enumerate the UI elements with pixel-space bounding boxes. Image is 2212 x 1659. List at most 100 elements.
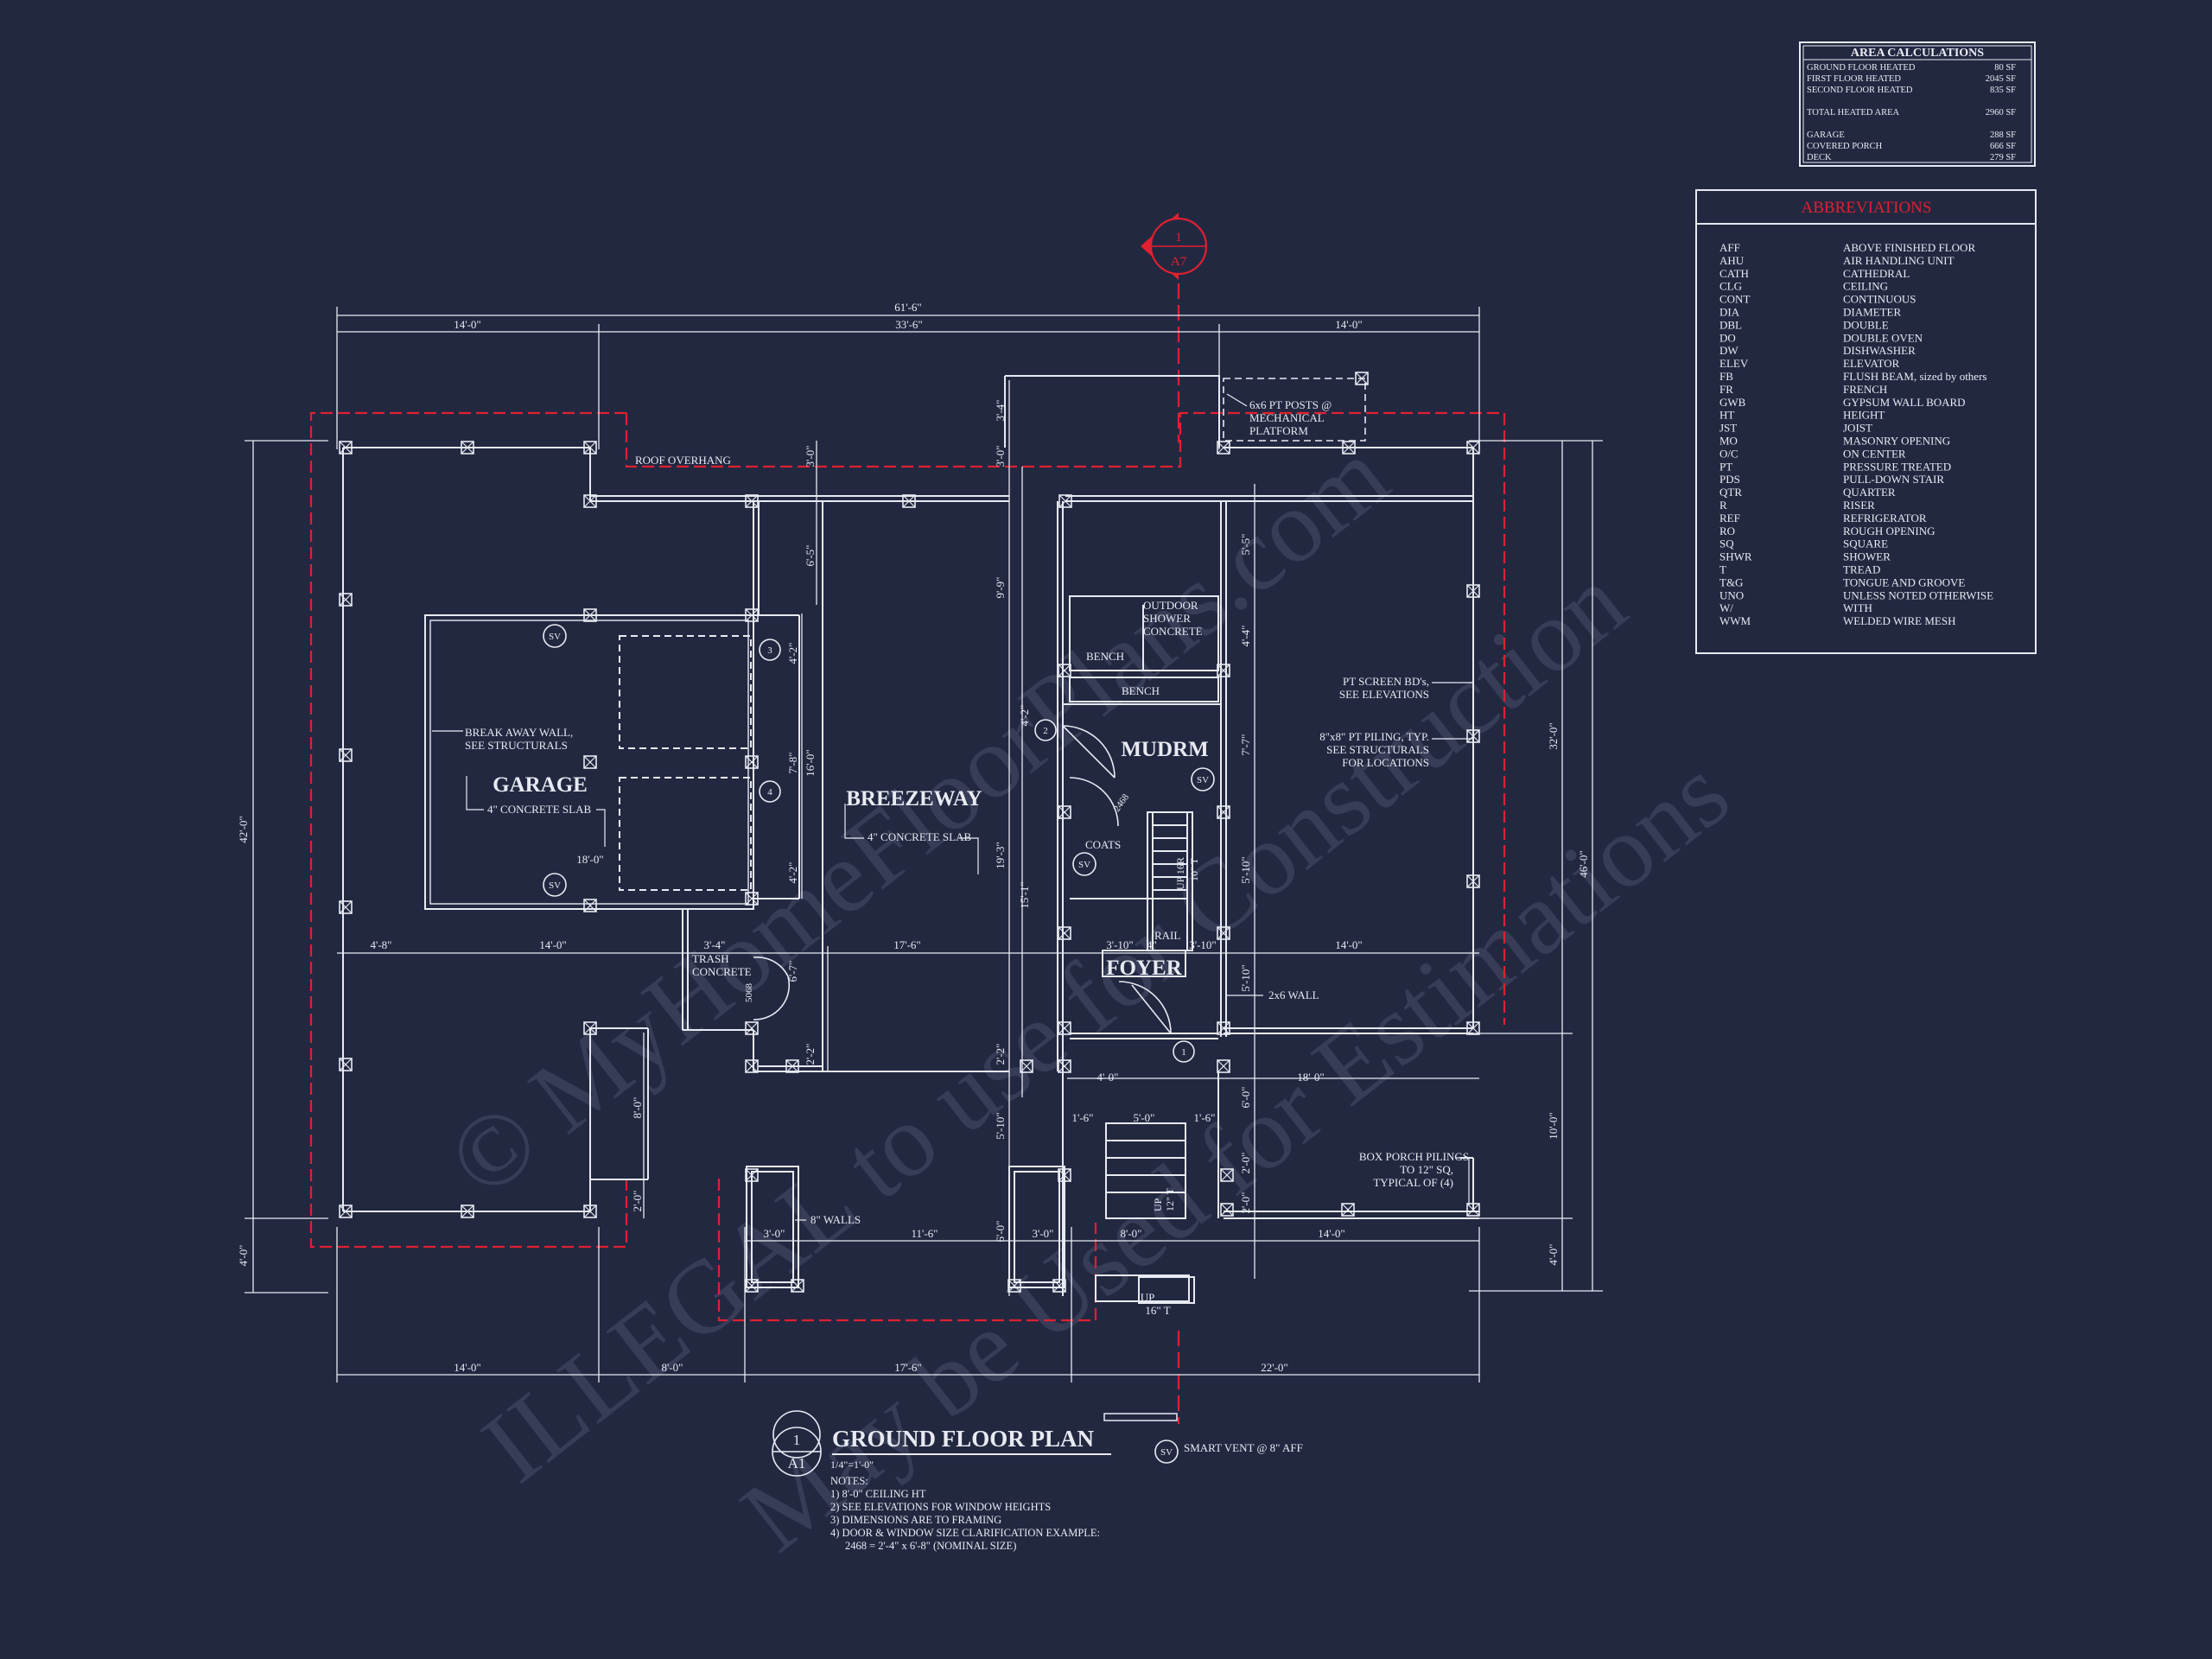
leader-lines xyxy=(432,393,1473,1221)
dim-text: 2'-0" xyxy=(1239,1192,1252,1214)
abbreviation-code: AFF xyxy=(1719,241,1740,254)
label-posts-2: MECHANICAL xyxy=(1249,411,1325,424)
abbreviation-code: PDS xyxy=(1719,473,1740,486)
dim-text: 18'-0" xyxy=(1297,1071,1324,1084)
label-piling-1: 8"x8" PT PILING, TYP. xyxy=(1319,730,1429,743)
abbreviation-code: REF xyxy=(1719,512,1740,524)
piling-post xyxy=(339,593,353,607)
abbreviation-code: DBL xyxy=(1719,318,1742,331)
dim-text: 14'-0" xyxy=(454,318,480,331)
area-row-label: GARAGE xyxy=(1807,130,1845,140)
piling-post xyxy=(1058,805,1071,819)
piling-post xyxy=(1217,664,1230,677)
door-swings xyxy=(753,725,1172,1034)
abbreviation-meaning: CEILING xyxy=(1843,280,1888,293)
abbreviation-code: CATH xyxy=(1719,267,1749,280)
abbreviation-code: HT xyxy=(1719,409,1734,422)
section-marker-number: 1 xyxy=(1175,231,1182,245)
abbreviation-code: GWB xyxy=(1719,396,1746,409)
abbreviation-meaning: ABOVE FINISHED FLOOR xyxy=(1843,241,1975,254)
abbreviation-code: T xyxy=(1719,563,1726,576)
dim-text: 46'-0" xyxy=(1577,850,1590,877)
piling-post xyxy=(339,900,353,914)
label-stair-up: UP 16R xyxy=(1174,857,1186,890)
note-line: 4) DOOR & WINDOW SIZE CLARIFICATION EXAM… xyxy=(830,1527,1100,1539)
dim-text: 3'-0" xyxy=(994,446,1007,467)
piling-post xyxy=(1341,1203,1355,1217)
abbreviation-meaning: JOIST xyxy=(1843,422,1872,435)
label-stair-up-small: UP xyxy=(1152,1198,1164,1211)
label-breakaway-1: BREAK AWAY WALL, xyxy=(465,726,573,739)
piling-post xyxy=(1355,372,1369,385)
notes-heading: NOTES: xyxy=(830,1475,868,1487)
abbreviation-meaning: DIAMETER xyxy=(1843,306,1901,319)
label-coats: COATS xyxy=(1085,838,1121,851)
dim-text: 3'-10" xyxy=(1189,938,1216,951)
piling-post xyxy=(1217,805,1230,819)
abbreviation-meaning: QUARTER xyxy=(1843,486,1896,499)
dim-text: 5'-5" xyxy=(1239,534,1252,556)
dim-text: 42'-0" xyxy=(237,816,250,842)
abbreviation-code: DW xyxy=(1719,344,1738,357)
abbreviation-meaning: REFRIGERATOR xyxy=(1843,512,1927,524)
smart-vent-tag: SV xyxy=(549,880,561,891)
piling-post xyxy=(1217,1059,1230,1073)
smart-vent-tag: SV xyxy=(1078,860,1090,870)
dim-text: 22'-0" xyxy=(1261,1361,1287,1374)
area-row-value: 835 SF xyxy=(1990,86,2016,95)
abbreviation-meaning: WITH xyxy=(1843,601,1872,614)
abbreviation-meaning: TONGUE AND GROOVE xyxy=(1843,575,1965,588)
abbreviation-code: DIA xyxy=(1719,306,1740,319)
dim-text: 5'-10" xyxy=(1239,856,1252,883)
area-row-label: COVERED PORCH xyxy=(1807,142,1883,151)
abbreviation-code: CLG xyxy=(1719,280,1742,293)
label-box-pilings-2: TO 12" SQ, xyxy=(1400,1163,1453,1176)
dim-text: 4'-4" xyxy=(1239,626,1252,647)
section-marker-sheet: A7 xyxy=(1171,255,1187,269)
area-row-label: DECK xyxy=(1807,153,1832,162)
label-trash-1: TRASH xyxy=(692,952,729,965)
abbreviation-code: DO xyxy=(1719,331,1736,344)
label-garage-slab: 4" CONCRETE SLAB xyxy=(487,803,591,816)
abbreviation-code: T&G xyxy=(1719,575,1743,588)
abbreviation-code: CONT xyxy=(1719,293,1750,306)
label-screen-2: SEE ELEVATIONS xyxy=(1339,688,1429,701)
dim-text: 6'-7" xyxy=(786,961,799,982)
label-stair-tread-small: 12" T xyxy=(1164,1187,1176,1211)
room-label-foyer: FOYER xyxy=(1106,957,1182,980)
label-posts-1: 6x6 PT POSTS @ xyxy=(1249,398,1332,411)
roof-overhang-outline xyxy=(309,411,1506,1322)
dim-text: 3'-4" xyxy=(994,400,1007,422)
room-label-mudroom: MUDRM xyxy=(1121,738,1208,761)
area-calculations-table: AREA CALCULATIONS GROUND FLOOR HEATED 80… xyxy=(1799,41,2036,167)
dim-text: 14'-0" xyxy=(539,938,566,951)
abbreviation-code: SHWR xyxy=(1719,550,1752,563)
dim-text: 2'-2" xyxy=(994,1044,1007,1065)
dim-text: 14'-0" xyxy=(1335,938,1362,951)
abbreviation-code: MO xyxy=(1719,435,1738,448)
abbreviation-meaning: HEIGHT xyxy=(1843,409,1885,422)
area-calc-title: AREA CALCULATIONS xyxy=(1851,47,1984,60)
label-door-2468: 2468 xyxy=(1112,791,1132,813)
label-trash-2: CONCRETE xyxy=(692,965,752,978)
abbreviation-meaning: SHOWER xyxy=(1843,550,1891,563)
abbreviation-code: R xyxy=(1719,499,1727,512)
abbreviation-meaning: PULL-DOWN STAIR xyxy=(1843,473,1944,486)
abbreviation-meaning: SQUARE xyxy=(1843,537,1888,550)
note-line: 3) DIMENSIONS ARE TO FRAMING xyxy=(830,1514,1001,1526)
dim-text: 4'-2" xyxy=(786,643,799,664)
abbreviations-title: ABBREVIATIONS xyxy=(1802,199,1932,217)
abbreviation-code: W/ xyxy=(1719,601,1733,614)
area-row-value: 80 SF xyxy=(1994,63,2016,73)
title-block: 1 A1 GROUND FLOOR PLAN 1/4"=1'-0" SMART … xyxy=(772,1426,1303,1552)
dim-text: 32'-0" xyxy=(1547,722,1560,749)
section-end-marker xyxy=(1103,1413,1178,1421)
note-line: 2) SEE ELEVATIONS FOR WINDOW HEIGHTS xyxy=(830,1501,1051,1513)
abbreviation-meaning: RISER xyxy=(1843,499,1875,512)
label-stair-tread: 10" T xyxy=(1188,857,1200,881)
abbreviation-code: O/C xyxy=(1719,447,1738,460)
piling-post xyxy=(583,755,597,769)
dim-text: 5'-0" xyxy=(1134,1111,1155,1124)
dim-text: 4'-8" xyxy=(371,938,392,951)
dim-text: 3'-0" xyxy=(804,446,817,467)
